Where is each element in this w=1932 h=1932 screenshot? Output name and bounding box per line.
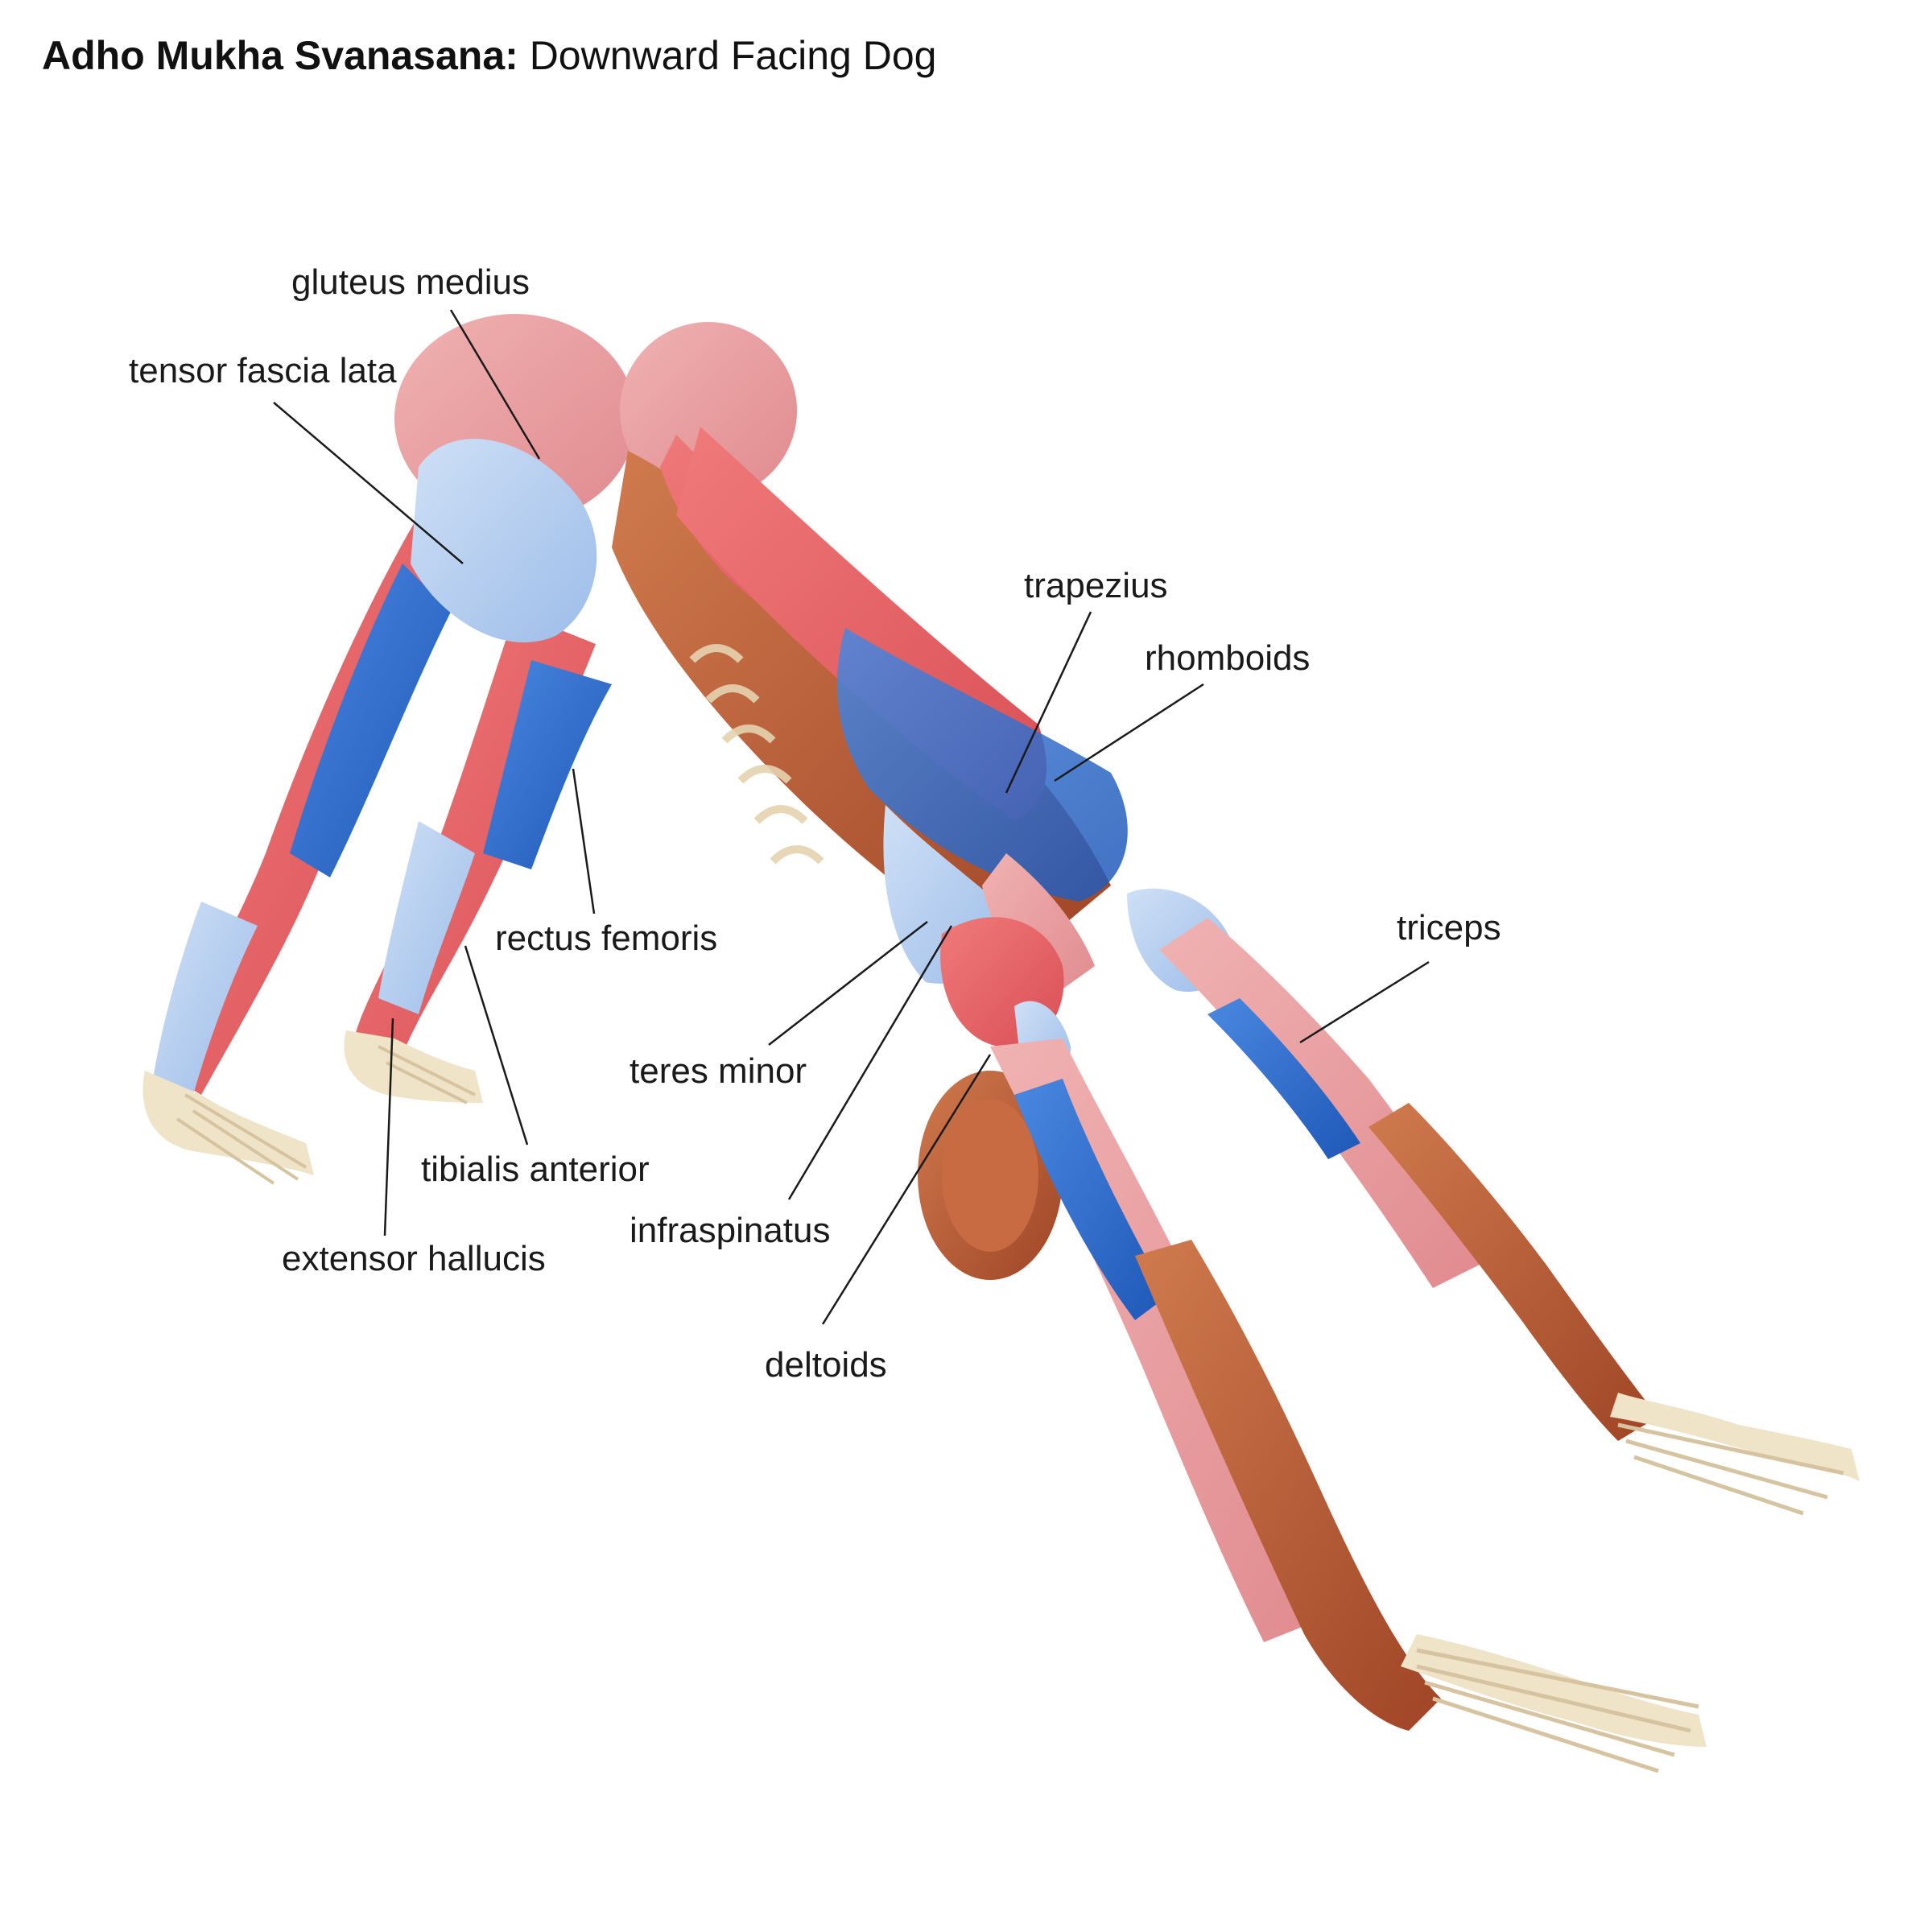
leader-extensor-hallucis <box>383 1018 394 1236</box>
pelvis <box>394 314 797 642</box>
leader-tensor-fascia-lata <box>273 402 464 564</box>
right-arm <box>1159 918 1860 1516</box>
label-triceps: triceps <box>1397 908 1501 947</box>
label-teres-minor: teres minor <box>630 1051 807 1091</box>
right-leg <box>344 612 612 1104</box>
label-infraspinatus: infraspinatus <box>630 1211 830 1250</box>
torso <box>612 427 1128 1006</box>
left-arm <box>990 1038 1707 1773</box>
label-deltoids: deltoids <box>765 1345 887 1385</box>
shoulders <box>940 888 1233 1085</box>
leader-gluteus-medius <box>449 309 541 460</box>
label-rectus-femoris: rectus femoris <box>495 919 717 958</box>
label-trapezius: trapezius <box>1024 566 1168 605</box>
leader-trapezius <box>1005 611 1092 794</box>
pose-sanskrit-name: Adho Mukha Svanasana: <box>42 33 518 78</box>
leader-rectus-femoris <box>572 768 596 914</box>
label-tibialis-anterior: tibialis anterior <box>421 1150 650 1189</box>
label-rhomboids: rhomboids <box>1145 638 1310 678</box>
leader-teres-minor <box>768 921 928 1046</box>
leader-rhomboids <box>1054 683 1204 782</box>
leader-lines <box>273 309 1430 1325</box>
pose-english-name: Downward Facing Dog <box>518 33 937 78</box>
page-title: Adho Mukha Svanasana: Downward Facing Do… <box>42 32 936 79</box>
leader-triceps <box>1299 960 1430 1044</box>
label-tensor-fascia-lata: tensor fascia lata <box>129 351 397 390</box>
leader-tibialis-anterior <box>464 945 529 1146</box>
label-extensor-hallucis: extensor hallucis <box>282 1239 546 1278</box>
muscle-labels: gluteus medius tensor fascia lata trapez… <box>129 262 1501 1385</box>
left-leg <box>142 515 451 1185</box>
leader-deltoids <box>821 1054 992 1325</box>
label-gluteus-medius: gluteus medius <box>291 262 530 302</box>
leader-infraspinatus <box>787 925 953 1200</box>
